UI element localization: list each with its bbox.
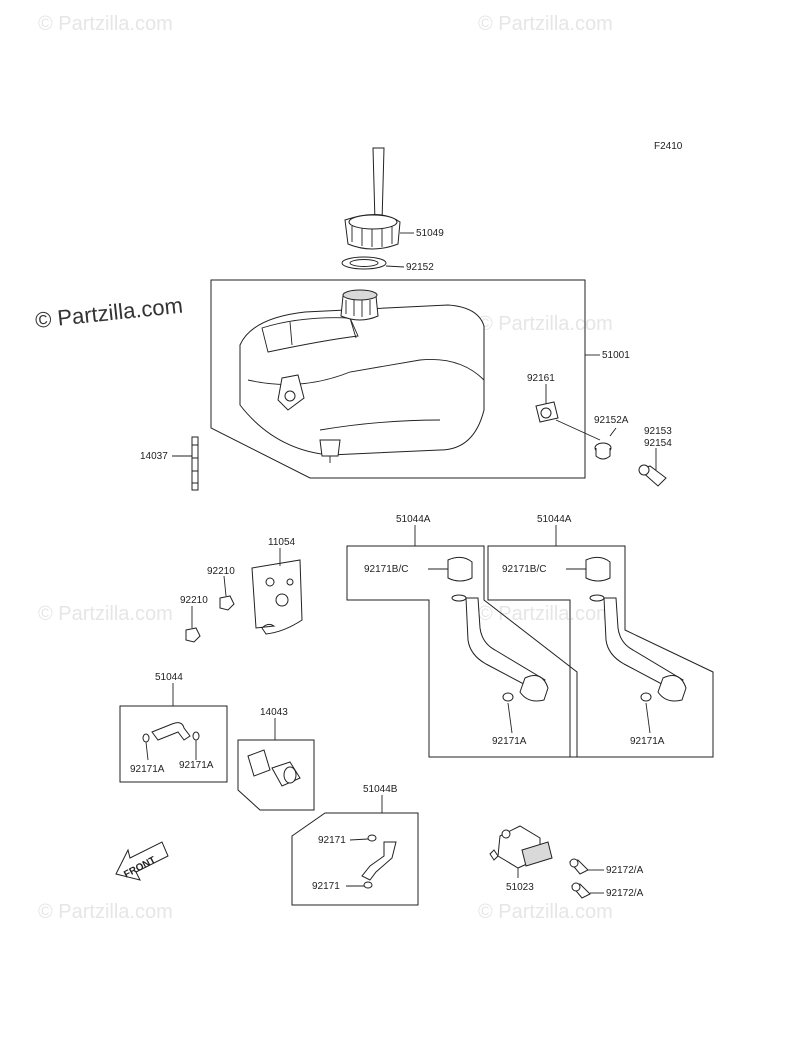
part-label: 51044A — [396, 514, 431, 525]
watermark: © Partzilla.com — [478, 313, 613, 335]
part-label: 92161 — [527, 373, 555, 384]
part-label: 51044A — [537, 514, 572, 525]
fuel-filter-14043[interactable] — [247, 749, 301, 787]
bolt-92153[interactable] — [638, 464, 667, 487]
part-label: 11054 — [268, 537, 296, 548]
watermark: © Partzilla.com — [38, 13, 173, 35]
hose-51044A-right[interactable] — [585, 556, 687, 702]
grommet-92161[interactable] — [535, 401, 559, 423]
cap-gasket-92152[interactable] — [341, 256, 387, 270]
hose-51044B-box — [291, 812, 419, 906]
front-direction-arrow: FRONT — [115, 841, 169, 881]
part-label: 92172/A — [606, 865, 644, 876]
part-label: 92171B/C — [364, 564, 408, 575]
fuel-tank-assembly-box — [210, 279, 586, 479]
part-label: 51023 — [506, 882, 534, 893]
part-label: 92210 — [180, 595, 208, 606]
fuel-cap-51049[interactable] — [344, 147, 401, 250]
part-label: 92152 — [406, 262, 434, 273]
figure-code: F2410 — [654, 141, 683, 152]
part-label: 92171A — [630, 736, 665, 747]
watermark: © Partzilla.com — [478, 13, 613, 35]
part-label: 51044B — [363, 784, 398, 795]
part-label: 14043 — [260, 707, 288, 718]
bracket-11054[interactable] — [251, 559, 303, 635]
part-label: 92154 — [644, 438, 672, 449]
part-label: 92171A — [179, 760, 214, 771]
watermark: © Partzilla.com — [38, 901, 173, 923]
part-label: 14037 — [140, 451, 168, 462]
watermark: © Partzilla.com — [478, 603, 613, 625]
part-label: 51001 — [602, 350, 630, 361]
hose-51044[interactable] — [142, 722, 200, 743]
watermark: © Partzilla.com — [38, 603, 173, 625]
part-label: 51044 — [155, 672, 183, 683]
part-label: 92210 — [207, 566, 235, 577]
part-label: 92171 — [318, 835, 346, 846]
screw-92172A-lower[interactable] — [571, 882, 591, 899]
part-label: 51049 — [416, 228, 444, 239]
fuel-tank-51001[interactable] — [239, 289, 485, 463]
part-label: 92172/A — [606, 888, 644, 899]
screw-92172A-upper[interactable] — [569, 858, 589, 875]
nut-92210-upper[interactable] — [219, 595, 235, 611]
part-label: 92171A — [130, 764, 165, 775]
watermarks: © Partzilla.com © Partzilla.com © Partzi… — [34, 13, 613, 923]
fuel-cock-51023[interactable] — [489, 825, 553, 869]
filter-14043-box — [237, 739, 315, 811]
part-label: 92152A — [594, 415, 629, 426]
hose-51044A-left[interactable] — [447, 556, 549, 702]
nut-92210-lower[interactable] — [185, 627, 201, 643]
hose-51044B[interactable] — [361, 834, 397, 889]
watermark: © Partzilla.com — [478, 901, 613, 923]
hose-51044-box — [119, 705, 228, 783]
hose-set-box-right — [487, 545, 714, 758]
part-label: 92171B/C — [502, 564, 546, 575]
strap-14037[interactable] — [191, 436, 199, 491]
part-label: 92171A — [492, 736, 527, 747]
watermark: © Partzilla.com — [34, 293, 184, 333]
part-label: 92171 — [312, 881, 340, 892]
part-label: 92153 — [644, 426, 672, 437]
collar-92152A[interactable] — [594, 442, 612, 460]
